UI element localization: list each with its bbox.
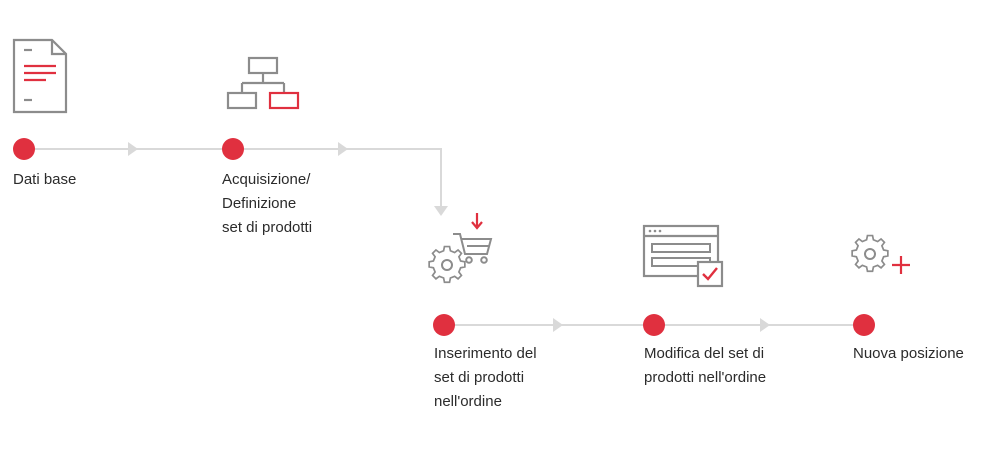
step-1-marker xyxy=(13,138,35,160)
step-1-label: Dati base xyxy=(13,168,76,192)
step-5-label: Nuova posizione xyxy=(853,342,964,366)
arrow-head-5 xyxy=(760,318,770,332)
window-check-icon xyxy=(642,224,724,288)
step-4-marker xyxy=(643,314,665,336)
step-4-label: Modifica del set di prodotti nell'ordine xyxy=(644,342,766,390)
step-5-marker xyxy=(853,314,875,336)
step-3-label-line-2: set di prodotti xyxy=(434,369,525,386)
step-2-label: Acquisizione/ Definizione set di prodott… xyxy=(222,168,312,240)
step-4-label-line-1: Modifica del set di xyxy=(644,345,765,362)
arrow-head-2 xyxy=(338,142,348,156)
step-3-label-line-1: Inserimento del xyxy=(434,345,537,362)
document-icon xyxy=(12,38,68,114)
step-3-marker xyxy=(433,314,455,336)
step-2-label-line-1: Acquisizione/ xyxy=(222,171,311,188)
step-2-label-line-2: Definizione xyxy=(222,195,297,212)
step-4-label-line-2: prodotti nell'ordine xyxy=(644,369,767,386)
connector-2-3 xyxy=(234,148,442,208)
step-3-label: Inserimento del set di prodotti nell'ord… xyxy=(434,342,537,414)
step-2-marker xyxy=(222,138,244,160)
hierarchy-icon xyxy=(226,56,300,110)
step-2-label-line-3: set di prodotti xyxy=(222,219,313,236)
arrow-head-1 xyxy=(128,142,138,156)
gear-plus-icon xyxy=(851,234,910,274)
gear-cart-icon xyxy=(428,213,493,284)
arrow-head-4 xyxy=(553,318,563,332)
step-1-label-line-1: Dati base xyxy=(13,171,77,188)
step-5-label-line-1: Nuova posizione xyxy=(853,345,964,362)
arrow-head-3 xyxy=(434,206,448,216)
step-3-label-line-3: nell'ordine xyxy=(434,393,502,410)
